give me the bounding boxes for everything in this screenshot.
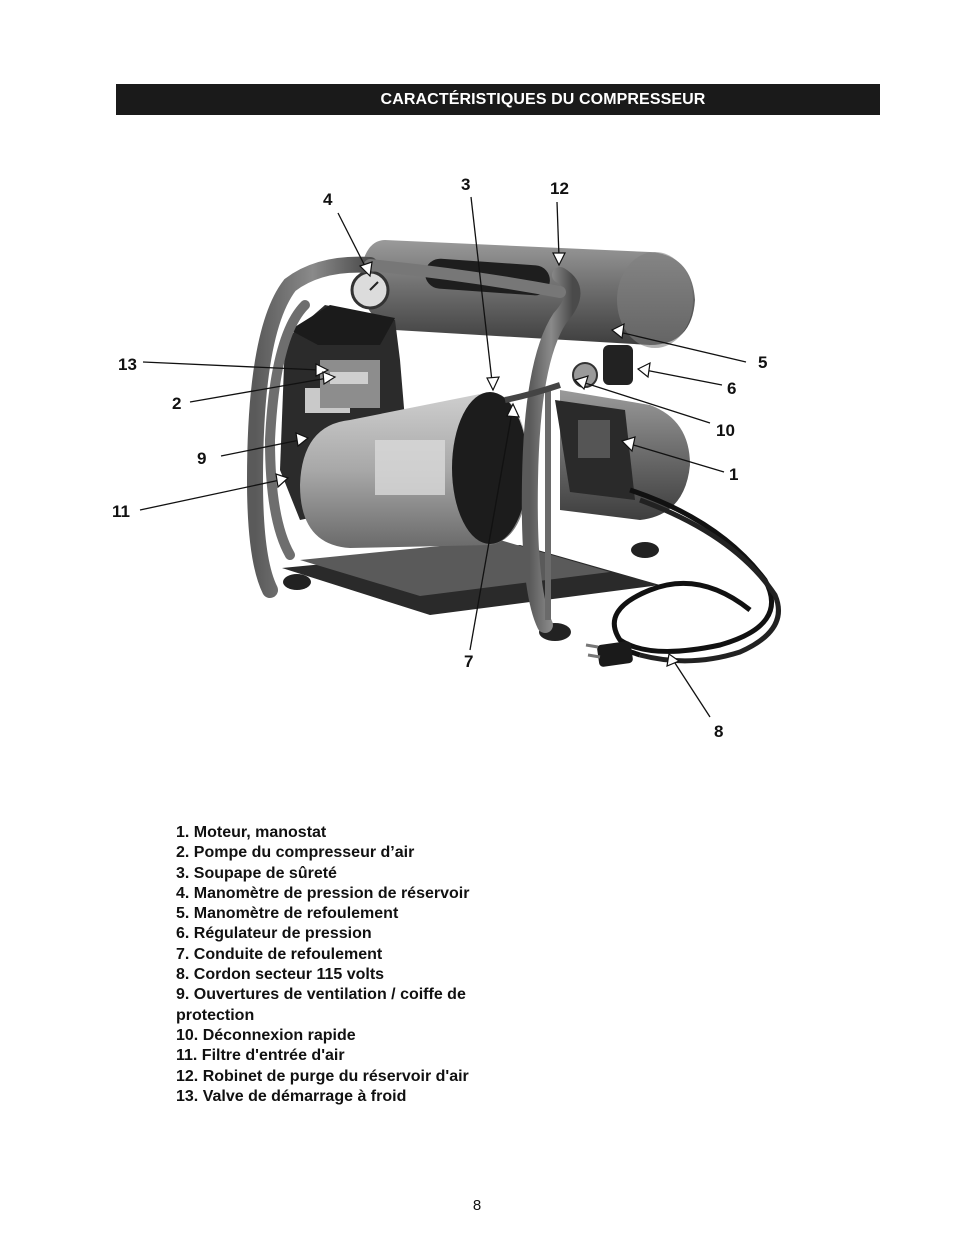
power-plug [597, 641, 633, 667]
section-title: CARACTÉRISTIQUES DU COMPRESSEUR [380, 91, 706, 108]
callout-numbers: 1 2 3 4 5 6 7 8 9 10 11 12 13 [112, 175, 767, 741]
foot [631, 542, 659, 558]
parts-list: 1. Moteur, manostat 2. Pompe du compress… [176, 823, 536, 1107]
compressor-illustration [246, 240, 781, 667]
leader-arrowheads [275, 252, 681, 667]
parts-list-item: 4. Manomètre de pression de réservoir [176, 884, 470, 902]
parts-list-item: 6. Régulateur de pression [176, 925, 372, 943]
motor-label [375, 440, 445, 495]
parts-list-item: 5. Manomètre de refoulement [176, 905, 399, 923]
callout-6: 6 [727, 379, 736, 398]
parts-list-item: 13. Valve de démarrage à froid [176, 1087, 407, 1105]
regulator-knob [603, 345, 633, 385]
callout-2: 2 [172, 394, 181, 413]
callout-10: 10 [716, 421, 735, 440]
leader-lines [139, 196, 747, 718]
section-title-bar: CARACTÉRISTIQUES DU COMPRESSEUR [116, 84, 880, 115]
callout-3: 3 [461, 175, 470, 194]
parts-list-item: 7. Conduite de refoulement [176, 945, 383, 963]
foot [283, 574, 311, 590]
parts-list-item: 2. Pompe du compresseur d’air [176, 844, 415, 862]
callout-4: 4 [323, 190, 333, 209]
callout-8: 8 [714, 722, 723, 741]
callout-5: 5 [758, 353, 767, 372]
frame-rail [521, 267, 581, 633]
parts-list-item: 9. Ouvertures de ventilation / coiffe de… [176, 986, 466, 1024]
parts-list-item: 11. Filtre d'entrée d'air [176, 1047, 345, 1065]
callout-11: 11 [112, 502, 130, 521]
page-number: 8 [472, 1197, 482, 1214]
parts-list-item: 12. Robinet de purge du réservoir d'air [176, 1067, 469, 1085]
callout-9: 9 [197, 449, 206, 468]
callout-7: 7 [464, 652, 473, 671]
callout-1: 1 [729, 465, 738, 484]
callout-13: 13 [118, 355, 137, 374]
parts-list-item: 10. Déconnexion rapide [176, 1026, 356, 1044]
frame-rail [246, 256, 378, 598]
parts-list-item: 3. Soupape de sûreté [176, 864, 337, 882]
discharge-tube [504, 382, 561, 403]
parts-list-item: 1. Moteur, manostat [176, 824, 327, 841]
parts-list-item: 8. Cordon secteur 115 volts [176, 966, 385, 984]
power-cord [611, 487, 775, 654]
callout-12: 12 [550, 179, 569, 198]
